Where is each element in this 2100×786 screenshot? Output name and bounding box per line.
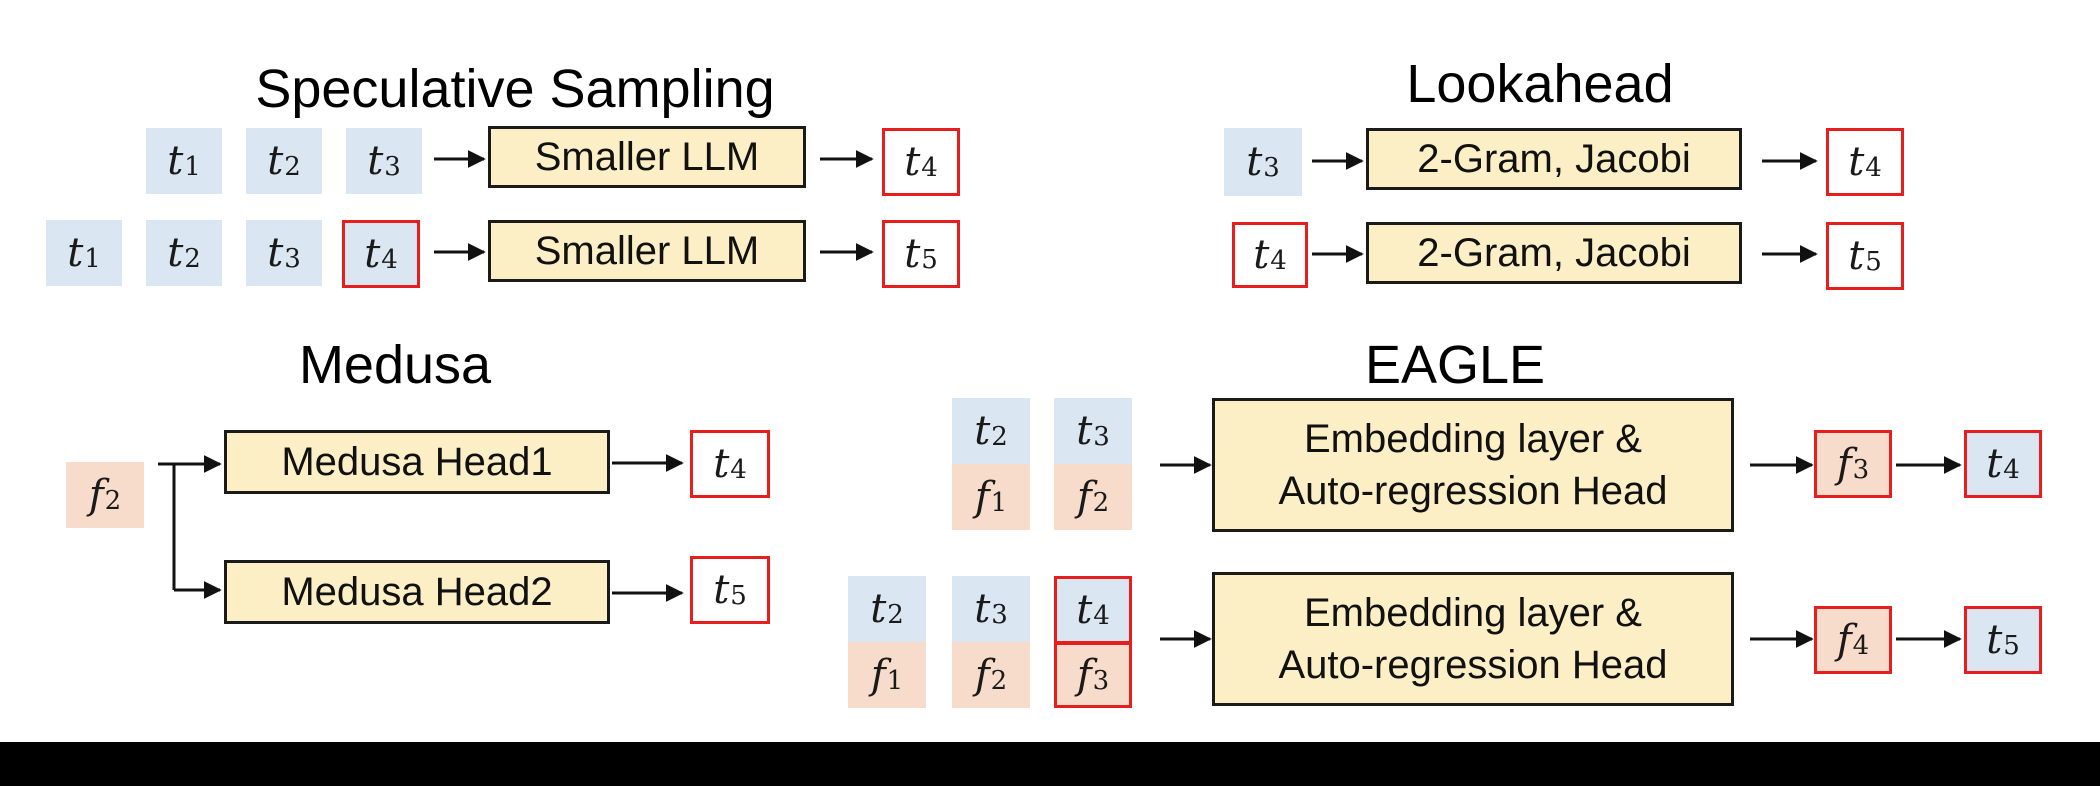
two-gram-jacobi-box: 2-Gram, Jacobi: [1366, 128, 1742, 190]
bottom-black-bar: [0, 742, 2100, 786]
lookahead-title: Lookahead: [1406, 54, 1674, 114]
medusa-head1-box: Medusa Head1: [224, 430, 610, 494]
eagle-title: EAGLE: [1364, 335, 1546, 395]
speculative-sampling-title: Speculative Sampling: [255, 59, 775, 119]
two-gram-jacobi-box: 2-Gram, Jacobi: [1366, 222, 1742, 284]
embedding-autoregression-box: Embedding layer &Auto-regression Head: [1212, 398, 1734, 532]
smaller-llm-box: Smaller LLM: [488, 220, 806, 282]
branch-connector: [158, 462, 176, 590]
medusa-head2-box: Medusa Head2: [224, 560, 610, 624]
smaller-llm-box: Smaller LLM: [488, 126, 806, 188]
medusa-title: Medusa: [298, 335, 492, 395]
embedding-autoregression-box: Embedding layer &Auto-regression Head: [1212, 572, 1734, 706]
